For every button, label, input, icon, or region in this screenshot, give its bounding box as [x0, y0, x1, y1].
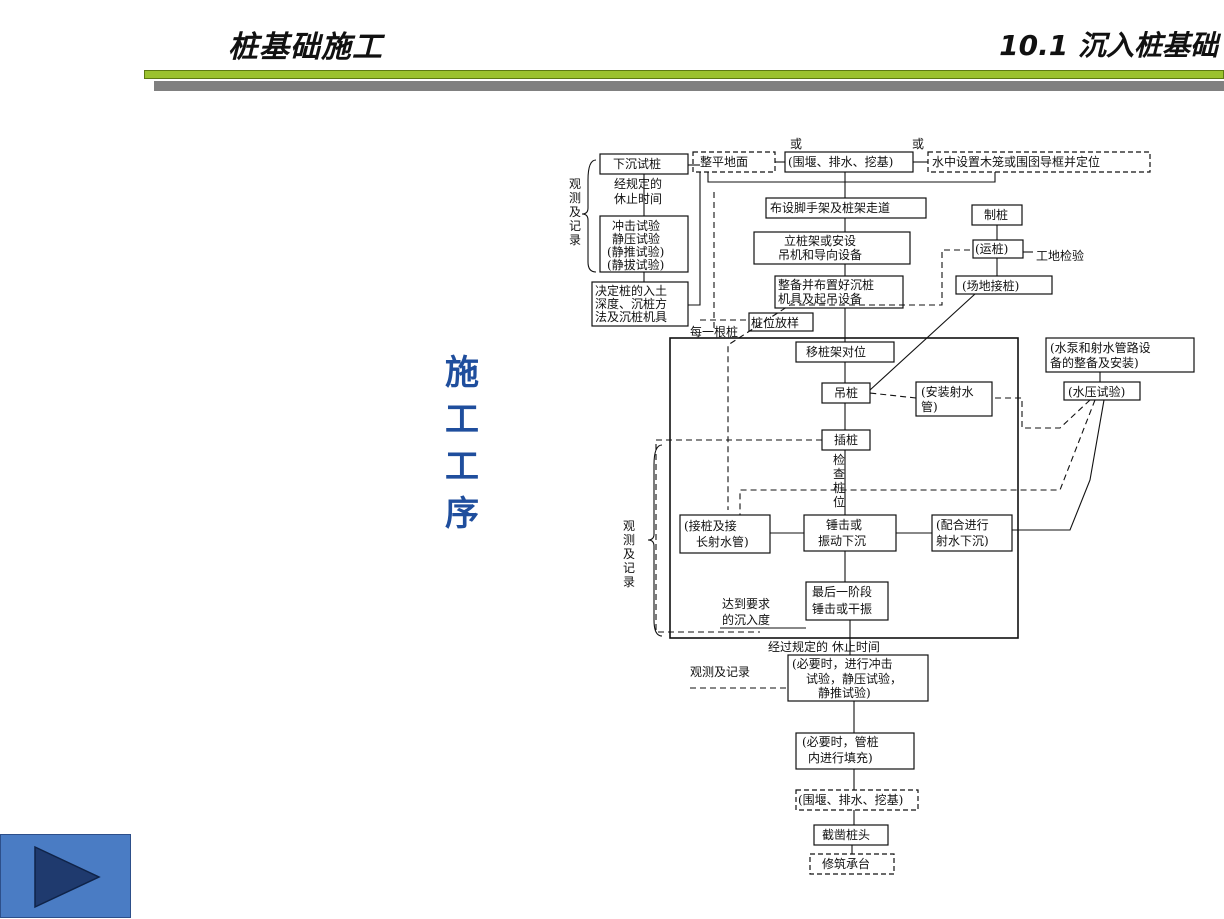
- level-ground-text: 整平地面: [700, 154, 748, 169]
- side-title-char: 工: [445, 447, 479, 487]
- optional-test-text-3: 静推试验): [818, 685, 871, 700]
- decide-text-3: 法及沉桩机具: [595, 309, 667, 324]
- main-process-frame: [669, 337, 1019, 639]
- each-pile-text: 每一根桩: [690, 324, 738, 339]
- observe-mid-1: 观: [623, 519, 635, 533]
- rest-time-text-2: 休止时间: [614, 192, 662, 206]
- scaffold-text: 布设脚手架及桩架走道: [770, 200, 890, 215]
- trial-sink-text: 下沉试桩: [613, 156, 661, 171]
- observe-mid-3: 及: [623, 547, 635, 561]
- next-slide-button[interactable]: [0, 834, 131, 918]
- layout-box: [748, 312, 814, 332]
- install-jet-text-1: (安装射水: [921, 384, 974, 399]
- observe-left-2: 测: [569, 191, 581, 205]
- water-test-text: (水压试验): [1068, 384, 1125, 399]
- final-box: [805, 581, 889, 621]
- observe-left-1: 观: [569, 177, 581, 191]
- water-test-box: [1063, 381, 1141, 401]
- cut-head-text: 截凿桩头: [822, 827, 870, 842]
- optional-test-text-2: 试验，静压试验，: [806, 671, 902, 686]
- final-text-1: 最后一阶段: [812, 584, 872, 599]
- or-label-2: 或: [912, 137, 924, 151]
- observe-mid-2: 测: [623, 533, 635, 547]
- header-right-title: 10.1 沉入桩基础: [999, 29, 1218, 62]
- after-rest-text: 经过规定的 休止时间: [768, 639, 880, 654]
- or-label-1: 或: [790, 137, 802, 151]
- lift-text: 吊桩: [834, 385, 858, 400]
- side-title-char: 工: [445, 400, 479, 440]
- joint-ext-text-2: 长射水管): [696, 534, 749, 549]
- jet-sink-text-1: (配合进行: [936, 517, 989, 532]
- site-joint-box: [955, 275, 1053, 295]
- cut-head-box: [813, 824, 889, 846]
- check-text-4: 位: [833, 494, 845, 509]
- joint-ext-text-1: (接桩及接: [684, 518, 737, 533]
- layout-text: 桩位放样: [751, 315, 799, 330]
- cap-text: 修筑承台: [822, 856, 870, 871]
- check-text-1: 检: [833, 452, 845, 467]
- observe-left-3: 及: [569, 205, 581, 219]
- rest-time-text-1: 经规定的: [614, 176, 662, 191]
- cofferdam-bottom-box: [795, 789, 919, 811]
- cap-box: [809, 853, 895, 875]
- scaffold-box: [765, 197, 927, 219]
- hammer-text-1: 锤击或: [826, 517, 862, 532]
- move-frame-text: 移桩架对位: [806, 344, 866, 359]
- observe-mid-4: 记: [623, 561, 635, 575]
- optional-test-text-1: (必要时，进行冲击: [792, 656, 893, 671]
- lift-box: [821, 382, 871, 404]
- hammer-text-2: 振动下沉: [818, 534, 866, 548]
- prepare-text-2: 机具及起吊设备: [778, 292, 862, 306]
- test-text-1: 冲击试验: [612, 218, 660, 233]
- final-text-2: 锤击或干振: [812, 601, 872, 616]
- observe-bottom-text: 观测及记录: [690, 665, 750, 679]
- pump-box: [1045, 337, 1195, 373]
- prepare-box: [774, 275, 904, 309]
- check-text-3: 桩: [833, 480, 845, 495]
- side-title-char: 施: [445, 353, 479, 393]
- test-text-2: 静压试验: [612, 231, 660, 246]
- play-triangle-icon: [34, 845, 101, 909]
- reach-text-1: 达到要求: [722, 597, 770, 611]
- test-text-4: (静拔试验): [607, 257, 664, 272]
- observe-mid-5: 录: [623, 575, 635, 589]
- side-title-char: 序: [445, 494, 479, 534]
- fill-text-1: (必要时，管桩: [802, 734, 879, 749]
- erect-box: [753, 231, 911, 265]
- pump-text-1: (水泵和射水管路设: [1050, 340, 1151, 355]
- reach-text-2: 的沉入度: [722, 612, 770, 627]
- observe-left-5: 录: [569, 233, 581, 247]
- transport-text: (运桩): [975, 241, 1008, 256]
- install-jet-text-2: 管): [921, 399, 938, 414]
- decide-text-1: 决定桩的入土: [595, 283, 667, 298]
- hammer-box: [803, 514, 897, 552]
- joint-ext-box: [679, 514, 771, 554]
- test-text-3: (静推试验): [607, 244, 664, 259]
- header-left-title: 桩基础施工: [228, 30, 383, 65]
- decide-box: [591, 281, 689, 327]
- erect-text-2: 吊机和导向设备: [778, 247, 862, 262]
- header-gray-bar: [154, 81, 1224, 91]
- fill-box: [795, 732, 915, 770]
- observe-left-4: 记: [569, 219, 581, 233]
- install-jet-box: [915, 381, 993, 417]
- side-title: 施 工 工 序: [432, 350, 492, 538]
- optional-test-box: [787, 654, 929, 702]
- decide-text-2: 深度、沉桩方: [595, 296, 667, 311]
- make-pile-text: 制桩: [984, 207, 1008, 222]
- prepare-text-1: 整备并布置好沉桩: [778, 277, 874, 292]
- fill-text-2: 内进行填充): [808, 750, 873, 765]
- pump-text-2: 备的整备及安装): [1050, 355, 1139, 370]
- cofferdam-bottom-text: (围堰、排水、挖基): [798, 792, 903, 807]
- transport-box: [972, 239, 1024, 259]
- erect-text-1: 立桩架或安设: [784, 233, 856, 248]
- cofferdam-top-text: (围堰、排水、挖基): [788, 154, 893, 169]
- insert-text: 插桩: [834, 432, 858, 447]
- site-joint-text: (场地接桩): [962, 278, 1019, 293]
- site-inspect-text: 工地检验: [1036, 248, 1084, 263]
- water-frame-text: 水中设置木笼或围囹导框并定位: [932, 154, 1100, 169]
- jet-sink-text-2: 射水下沉): [936, 533, 989, 548]
- check-text-2: 查: [833, 467, 845, 481]
